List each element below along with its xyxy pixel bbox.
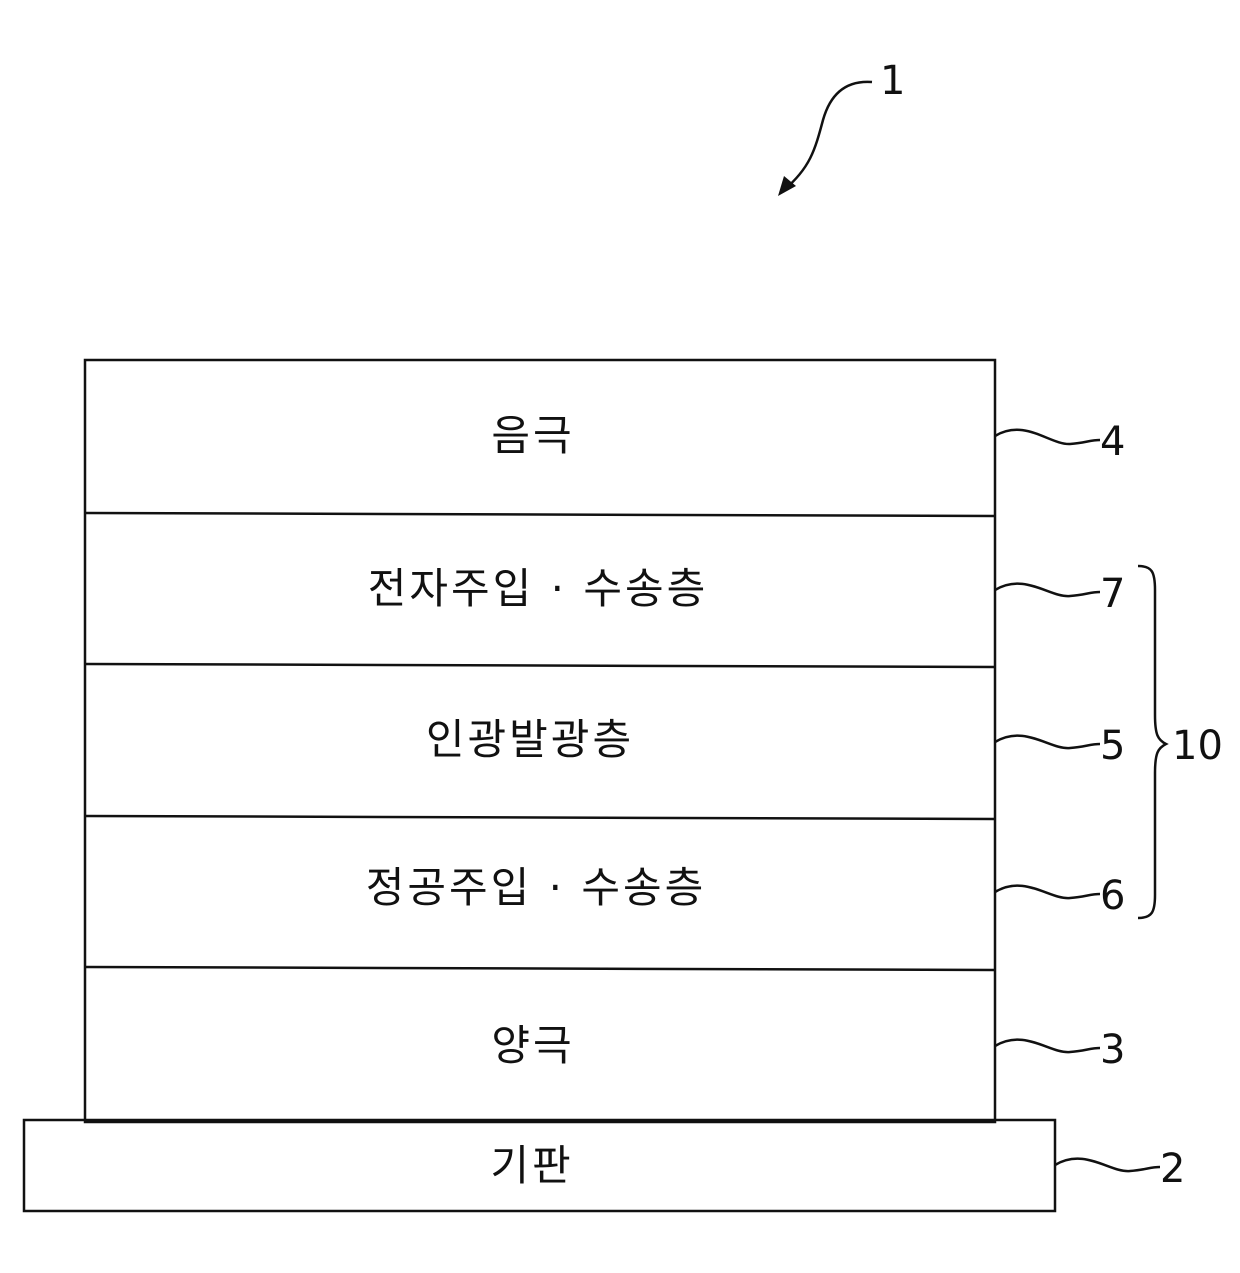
layer-label-anode: 양극 xyxy=(491,1021,574,1070)
leader-line-anode xyxy=(995,1040,1100,1052)
layer-divider xyxy=(85,513,995,516)
ref-number-anode: 3 xyxy=(1100,1027,1125,1073)
layer-label-electron-transport: 전자주입 · 수송층 xyxy=(368,564,709,613)
leader-line-emitting xyxy=(995,736,1100,748)
arrow-head-icon xyxy=(778,176,796,196)
ref-number-emitting: 5 xyxy=(1100,723,1125,769)
leader-line-substrate xyxy=(1055,1159,1160,1171)
group-ref-number: 10 xyxy=(1172,723,1223,769)
ref-number-substrate: 2 xyxy=(1160,1146,1185,1192)
layer-divider xyxy=(85,967,995,970)
layer-label-cathode: 음극 xyxy=(491,411,574,460)
device-reference: 1 xyxy=(778,58,905,196)
substrate-label: 기판 xyxy=(490,1141,573,1190)
substrate: 기판 xyxy=(24,1120,1055,1211)
ref-number-electron-transport: 7 xyxy=(1100,571,1125,617)
leader-line-cathode xyxy=(995,430,1100,444)
leader-line-hole-transport xyxy=(995,886,1100,898)
ref-number-hole-transport: 6 xyxy=(1100,873,1125,919)
brace-icon xyxy=(1138,566,1166,918)
layer-divider xyxy=(85,816,995,819)
leader-line-electron-transport xyxy=(995,584,1100,596)
layer-group-brace: 10 xyxy=(1138,566,1223,918)
ref-number-cathode: 4 xyxy=(1100,419,1125,465)
reference-leaders: 4 7 5 6 3 2 xyxy=(995,419,1185,1192)
layer-label-hole-transport: 정공주입 · 수송층 xyxy=(366,863,707,912)
layer-divider xyxy=(85,664,995,667)
device-leader-line xyxy=(784,82,872,190)
layer-stack: 음극 전자주입 · 수송층 인광발광층 정공주입 · 수송층 양극 xyxy=(85,360,995,1122)
device-ref-number: 1 xyxy=(880,58,905,104)
layer-label-emitting: 인광발광층 xyxy=(426,715,634,764)
